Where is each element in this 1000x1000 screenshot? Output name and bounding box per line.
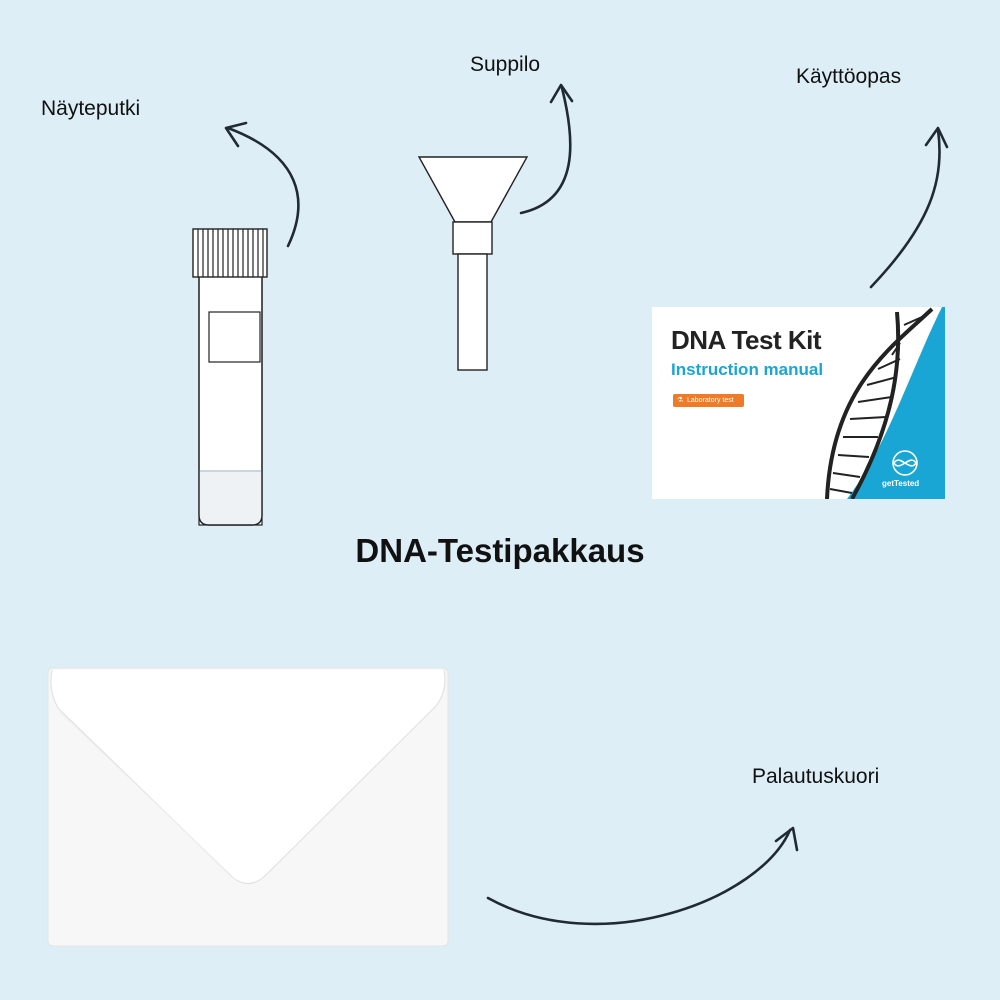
label-sample-tube: Näyteputki <box>41 97 141 120</box>
dna-helix-icon <box>825 307 945 499</box>
arrow-icon <box>486 826 799 926</box>
envelope <box>47 667 449 947</box>
arrow-icon <box>519 83 574 215</box>
flask-icon: ⚗ <box>676 397 684 404</box>
brand-logo: getTested <box>882 479 920 488</box>
arrow-icon <box>224 121 300 248</box>
instruction-manual-card: DNA Test Kit Instruction manual ⚗Laborat… <box>652 307 945 499</box>
label-funnel: Suppilo <box>470 53 541 76</box>
card-title: DNA Test Kit <box>671 325 822 355</box>
sample-tube <box>192 228 268 526</box>
tube-cap-ridges <box>197 229 264 277</box>
page-title: DNA-Testipakkaus <box>355 532 645 569</box>
funnel <box>417 156 529 371</box>
label-return-envelope: Palautuskuori <box>752 765 880 788</box>
label-manual: Käyttöopas <box>796 65 902 88</box>
card-subtitle: Instruction manual <box>671 360 824 379</box>
badge-text: Laboratory test <box>687 397 734 404</box>
laboratory-badge: ⚗Laboratory test <box>673 394 744 407</box>
arrow-icon <box>869 126 949 289</box>
